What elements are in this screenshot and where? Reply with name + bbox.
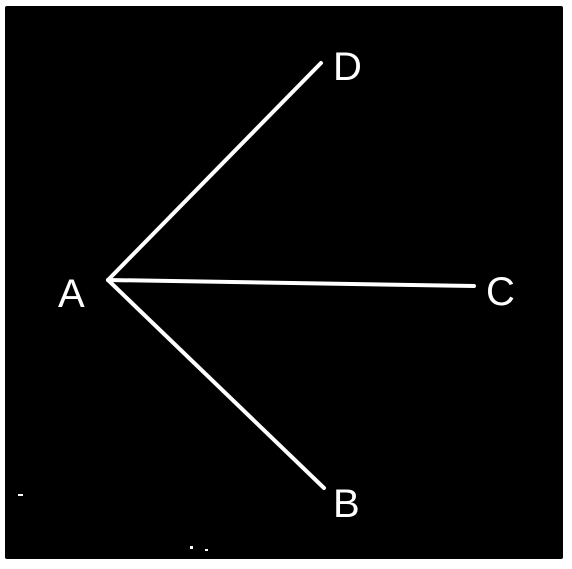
label-a: A: [58, 272, 85, 316]
label-d: D: [333, 45, 362, 89]
scan-speck: [18, 494, 23, 496]
scan-speck: [205, 549, 208, 551]
ray-ab: [106, 278, 326, 490]
ray-ac: [106, 278, 476, 288]
ray-ad: [106, 61, 323, 282]
label-b: B: [333, 482, 360, 526]
label-c: C: [486, 270, 515, 314]
scan-speck: [190, 546, 193, 549]
